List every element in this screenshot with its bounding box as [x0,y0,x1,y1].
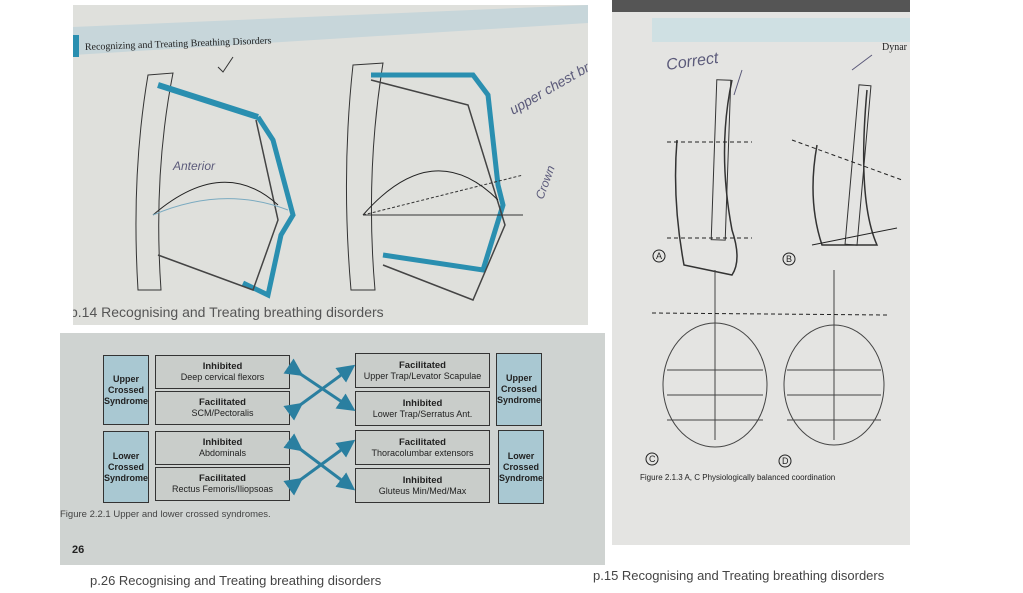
svg-text:C: C [649,454,656,464]
page-caption: p.15 Recognising and Treating breathing … [593,568,885,583]
figure-caption: Figure 2.1.3 A, C Physiologically balanc… [640,473,835,482]
svg-text:A: A [656,251,662,261]
running-head: Dynar [882,42,908,53]
svg-text:B: B [786,254,792,264]
svg-text:D: D [782,456,789,466]
crossing-arrows [283,358,356,496]
figure-caption: Figure 2.2.1 Upper and lower crossed syn… [60,509,271,520]
photo-page-15: Dynar Correct A B C D Figure 2.1.3 A, C … [612,0,910,545]
page-caption: p.14 Recognising and Treating breathing … [73,304,384,320]
handwriting-note: upper chest breathing [507,36,589,118]
syndrome-box: Lower Crossed Syndrome [498,430,544,504]
handwriting-note: Correct [665,50,720,74]
photo-page-14: Recognizing and Treating Breathing Disor… [73,5,588,325]
page-caption: p.26 Recognising and Treating breathing … [90,573,382,588]
handwriting-note: Crown [533,163,558,201]
syndrome-box: Upper Crossed Syndrome [496,353,542,426]
page-number: 26 [72,544,85,556]
syndrome-box: Lower Crossed Syndrome [103,431,149,503]
syndrome-box: Upper Crossed Syndrome [103,355,149,425]
rib-mechanics-diagram: Recognizing and Treating Breathing Disor… [73,5,589,301]
handwriting-note: Anterior [172,159,216,173]
diaphragm-diagram: Dynar Correct A B C D Figure 2.1.3 A, C … [612,0,910,482]
